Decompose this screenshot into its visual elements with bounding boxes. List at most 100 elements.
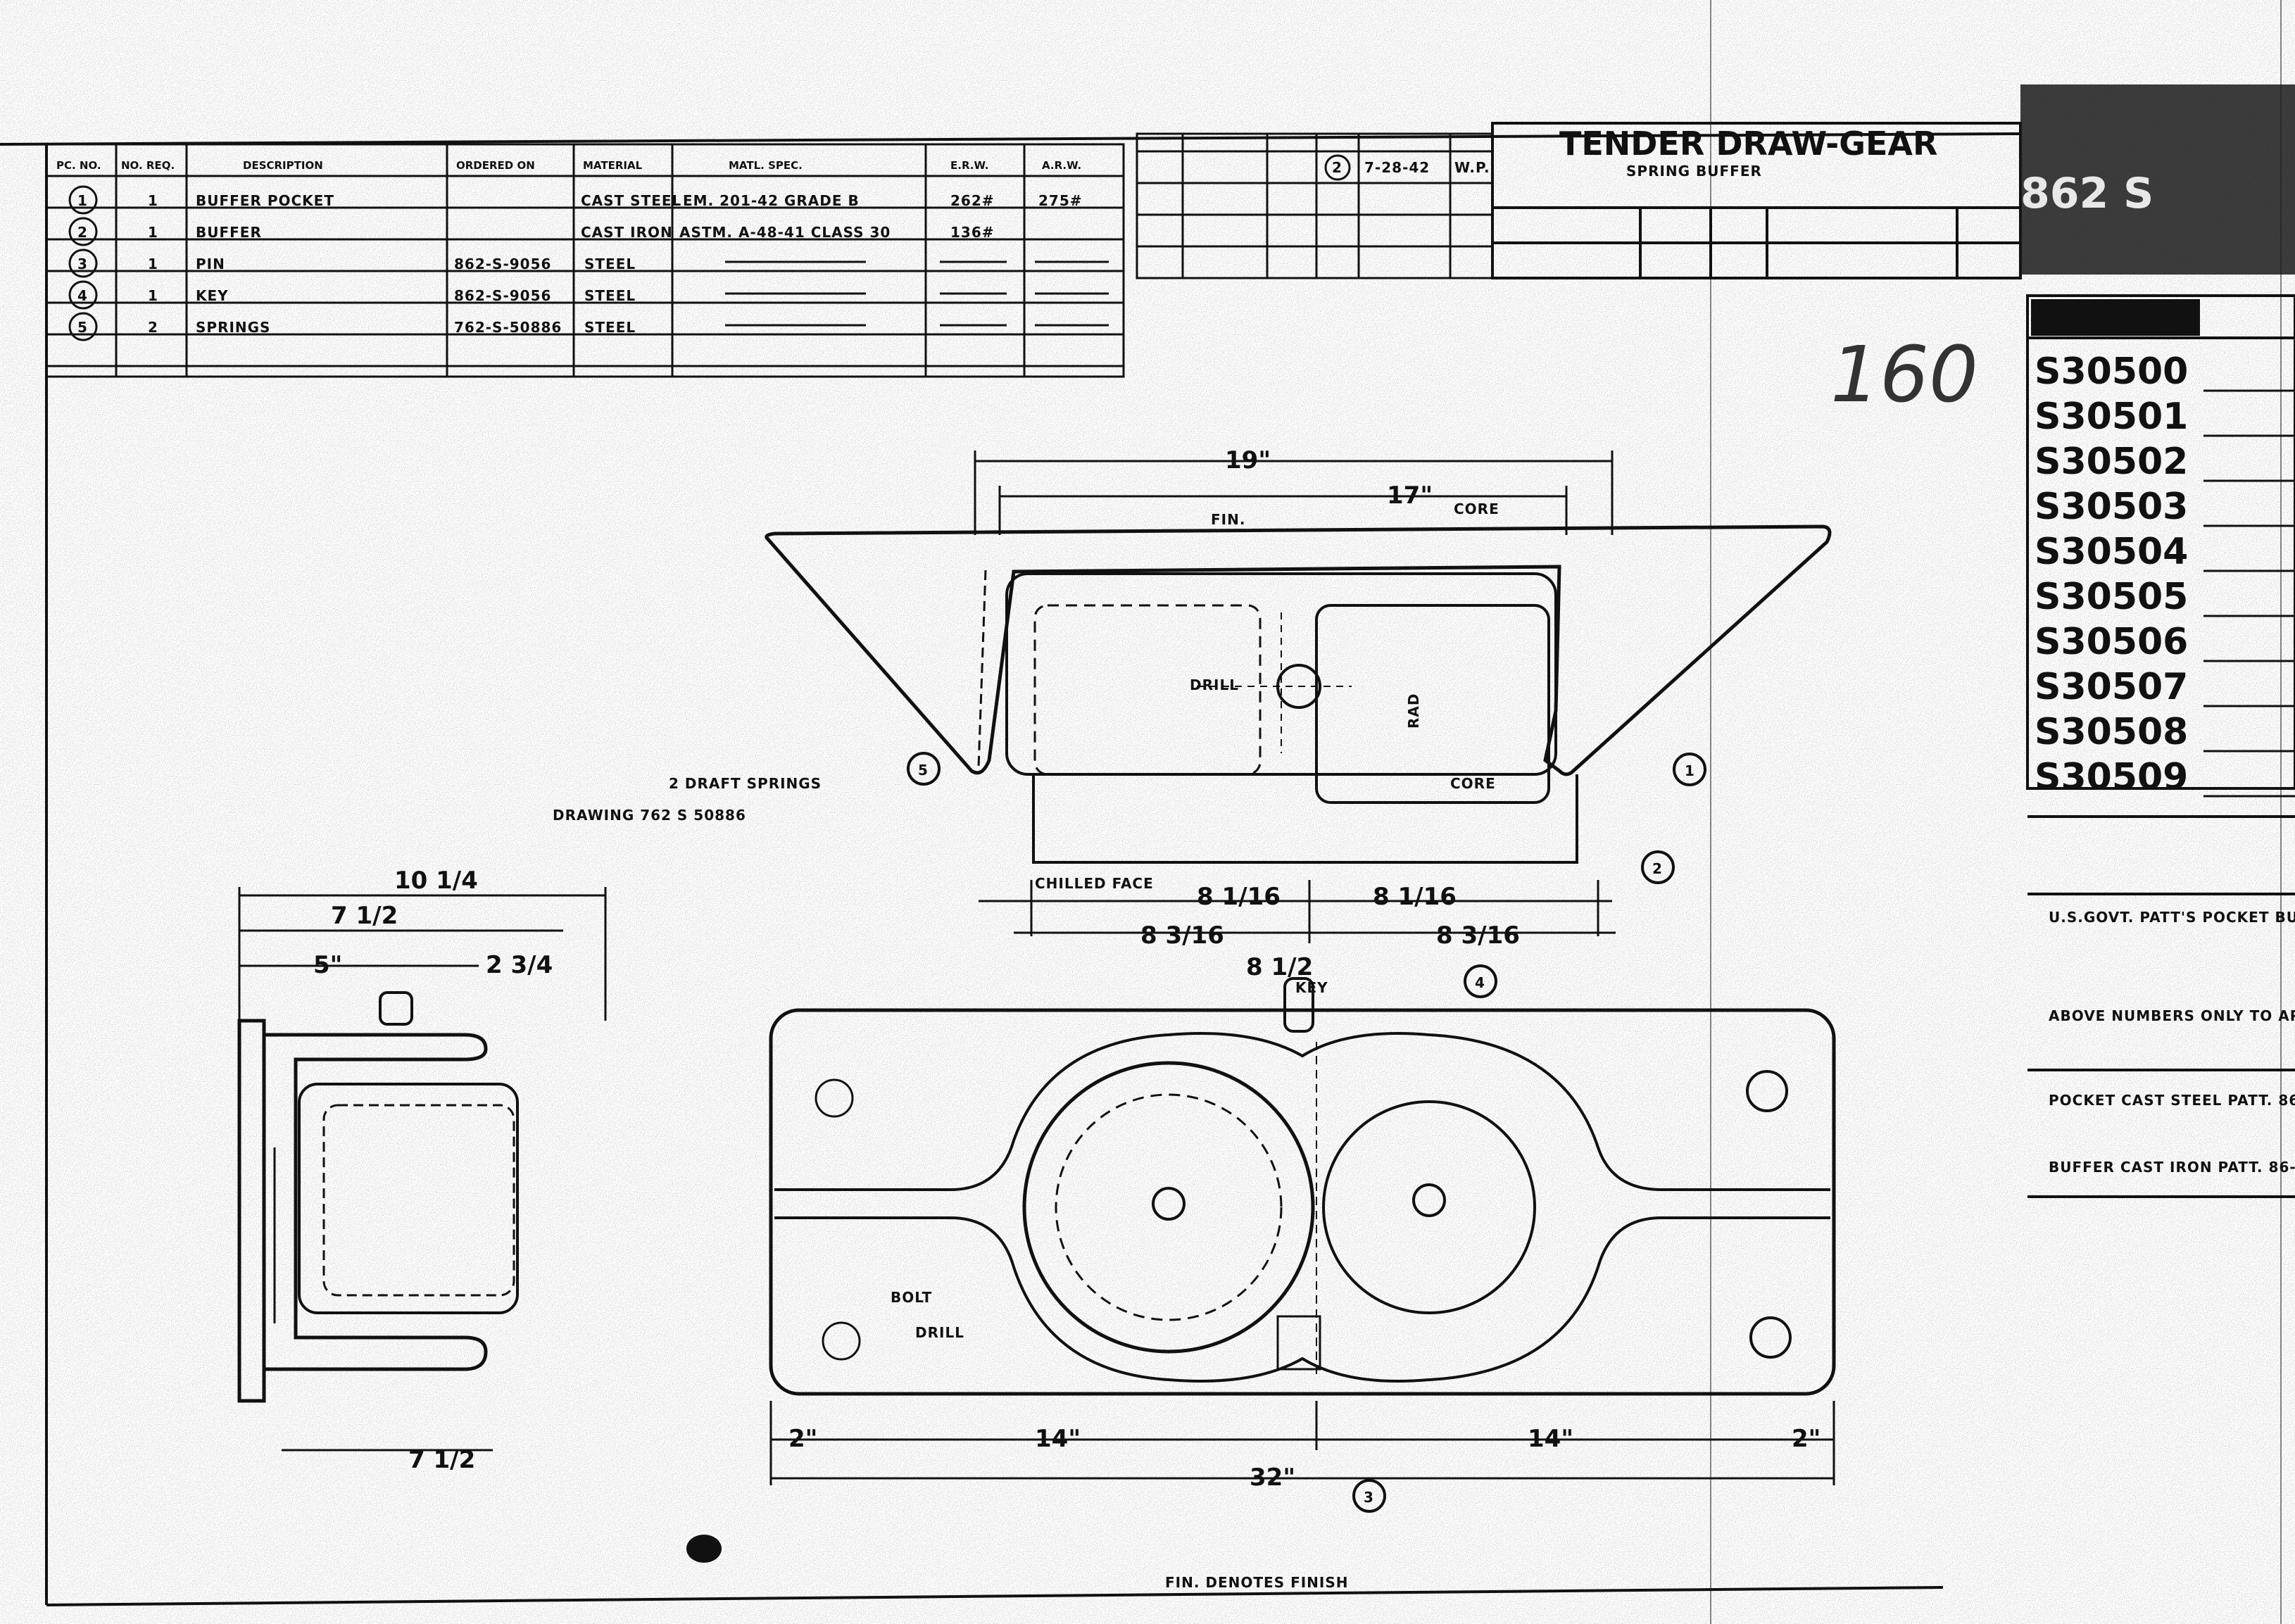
row-ordered: 762-S-50886 <box>454 319 562 336</box>
part-tag: 4 <box>1464 964 1497 998</box>
plan-view <box>769 977 1836 1396</box>
table-row: 2 1 BUFFER CAST IRON ASTM. A-48-41 CLASS… <box>68 217 995 246</box>
revision-mark: 2 <box>1332 159 1343 176</box>
side-view-dimensions <box>238 887 607 1452</box>
col-ordered-on: ORDERED ON <box>456 159 535 172</box>
dim-plan-overall: 32" <box>1250 1464 1295 1492</box>
callout-core-2: CORE <box>1450 775 1496 792</box>
col-matl-spec: MATL. SPEC. <box>729 159 803 172</box>
dim-side-three-quarter: 2 3/4 <box>486 951 553 979</box>
row-description: SPRINGS <box>196 319 270 336</box>
notes-block: U.S.GOVT. PATT'S POCKET BUFFER ABOVE NUM… <box>1830 329 2295 1176</box>
table-row: 1 1 BUFFER POCKET CAST STEEL EM. 201-42 … <box>68 185 1083 215</box>
callout-bolt-drill: DRILL <box>915 1324 964 1341</box>
row-pc: 1 <box>77 192 88 209</box>
dim-center: 8 1/2 <box>1246 953 1313 981</box>
row-pc: 5 <box>77 319 88 336</box>
callout-chilled-face: CHILLED FACE <box>1035 875 1154 892</box>
tag-label: 4 <box>1475 974 1485 991</box>
row-description: KEY <box>196 287 229 304</box>
row-spec: ASTM. A-48-41 CLASS 30 <box>679 224 891 241</box>
revision-date: 7-28-42 <box>1364 159 1430 176</box>
tag-label: 1 <box>1685 762 1695 779</box>
col-description: DESCRIPTION <box>243 159 323 172</box>
pattern-number: S30509 <box>2035 756 2188 798</box>
row-req: 1 <box>148 256 158 272</box>
col-pc-no: PC. NO. <box>56 159 101 172</box>
dim-side-five: 5" <box>313 951 342 979</box>
dim-plan-left-half: 14" <box>1035 1425 1081 1453</box>
parts-table: PC. NO. NO. REQ. DESCRIPTION ORDERED ON … <box>45 143 1125 378</box>
pattern-number: S30505 <box>2035 576 2188 618</box>
col-erw: E.R.W. <box>950 159 989 172</box>
pattern-number: S30503 <box>2035 486 2188 528</box>
note-above: ABOVE NUMBERS ONLY TO APPEAR CASTINGS <box>2049 1007 2295 1024</box>
dim-overall-top: 19" <box>1225 446 1271 474</box>
row-description: BUFFER <box>196 224 262 241</box>
col-material: MATERIAL <box>583 159 643 172</box>
plan-view-dimensions <box>769 1401 1835 1485</box>
note-govt: U.S.GOVT. PATT'S POCKET BUFFER <box>2049 909 2295 926</box>
dim-plan-right-half: 14" <box>1528 1425 1573 1453</box>
table-row: 5 2 SPRINGS 762-S-50886 STEEL <box>68 312 1109 341</box>
handwritten-note: 160 <box>1830 329 1978 420</box>
row-material: STEEL <box>584 256 636 272</box>
pattern-number: S30506 <box>2035 621 2188 663</box>
pattern-header-bar <box>2031 299 2200 336</box>
dim-inner-top: 17" <box>1387 481 1433 510</box>
part-tag: 5 <box>907 752 941 786</box>
row-ordered: 862-S-9056 <box>454 287 551 304</box>
row-erw: 136# <box>950 224 995 241</box>
dim-chilled-left: 8 1/16 <box>1197 883 1281 911</box>
tag-label: 2 <box>1652 860 1663 877</box>
side-view <box>237 991 519 1403</box>
drawing-number: 862 S <box>2020 169 2153 218</box>
callout-springs: 2 DRAFT SPRINGS <box>669 775 822 792</box>
callout-rad: RAD <box>1405 693 1422 729</box>
callout-core: CORE <box>1454 501 1499 517</box>
row-material: CAST IRON <box>581 224 673 241</box>
callout-fin: FIN. <box>1211 511 1245 528</box>
pattern-number: S30502 <box>2035 441 2188 483</box>
dim-side-overall: 10 1/4 <box>394 867 478 895</box>
row-material: STEEL <box>584 319 636 336</box>
col-arw: A.R.W. <box>1042 159 1081 172</box>
pattern-number: S30501 <box>2035 396 2188 438</box>
row-pc: 3 <box>77 256 88 272</box>
callout-drawing-ref: DRAWING 762 S 50886 <box>553 807 746 824</box>
dim-side-bottom: 7 1/2 <box>408 1446 475 1474</box>
pattern-number: S30508 <box>2035 711 2188 753</box>
row-arw: 275# <box>1038 192 1083 209</box>
pocket-top-view <box>765 524 1832 864</box>
row-spec: EM. 201-42 GRADE B <box>683 192 860 209</box>
callout-key: KEY <box>1295 979 1328 996</box>
row-description: PIN <box>196 256 225 272</box>
table-row: 3 1 PIN 862-S-9056 STEEL <box>68 248 1109 278</box>
tag-label: 5 <box>918 762 929 779</box>
row-req: 1 <box>148 224 158 241</box>
drawing-subtitle: SPRING BUFFER <box>1626 163 1762 180</box>
tag-label: 3 <box>1364 1489 1374 1506</box>
callout-drill: DRILL <box>1190 676 1239 693</box>
part-tag: 2 <box>1641 850 1675 884</box>
dim-side-inner: 7 1/2 <box>331 902 398 930</box>
pattern-number: S30507 <box>2035 666 2188 708</box>
dim-bottom-right: 8 3/16 <box>1436 921 1520 950</box>
dim-plan-right-edge: 2" <box>1792 1425 1821 1453</box>
drawing-title: TENDER DRAW-GEAR <box>1559 125 1937 163</box>
row-material: CAST STEEL <box>581 192 681 209</box>
part-tag: 1 <box>1673 753 1706 786</box>
pattern-number: S30504 <box>2035 531 2188 573</box>
row-description: BUFFER POCKET <box>196 192 334 209</box>
ink-smudge <box>2020 84 2295 275</box>
revision-initials: W.P. <box>1454 159 1490 176</box>
dim-chilled-right: 8 1/16 <box>1373 883 1457 911</box>
row-req: 2 <box>148 319 158 336</box>
row-material: STEEL <box>584 287 636 304</box>
ink-blot <box>686 1535 722 1563</box>
col-no-req: NO. REQ. <box>121 159 175 172</box>
dim-plan-left-edge: 2" <box>788 1425 817 1453</box>
callout-bolt: BOLT <box>891 1289 932 1306</box>
note-pocket: POCKET CAST STEEL PATT. 86-A-57 <box>2049 1092 2295 1109</box>
